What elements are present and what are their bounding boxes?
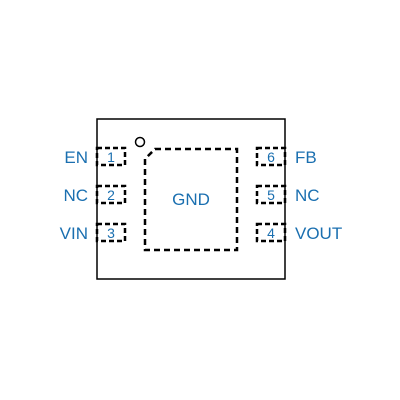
pin-2: 2 NC [63,184,127,205]
pin-2-pad [95,184,127,205]
pin-5: 5 NC [255,184,320,205]
pin-3: 3 VIN [60,222,127,243]
pin1-indicator-icon [134,136,146,148]
pin-4-pad [255,222,287,243]
pin-1-name: EN [64,148,88,167]
pin-2-name: NC [63,186,88,205]
pin-1: 1 EN [64,146,127,167]
pin-4: 4 VOUT [255,222,342,243]
pin-1-pad [95,146,127,167]
pin-3-number: 3 [107,225,115,241]
pin-3-pad [95,222,127,243]
pin-4-name: VOUT [295,224,342,243]
pin-6-number: 6 [267,149,275,165]
pin-6-name: FB [295,148,317,167]
pin-2-number: 2 [107,187,115,203]
pin-5-name: NC [295,186,320,205]
pin-5-number: 5 [267,187,275,203]
pin-3-name: VIN [60,224,88,243]
center-pad-label: GND [172,190,210,209]
pin-6: 6 FB [255,146,317,167]
pin-5-pad [255,184,287,205]
pin-6-pad [255,146,287,167]
pin-1-number: 1 [107,149,115,165]
pin-4-number: 4 [267,225,275,241]
